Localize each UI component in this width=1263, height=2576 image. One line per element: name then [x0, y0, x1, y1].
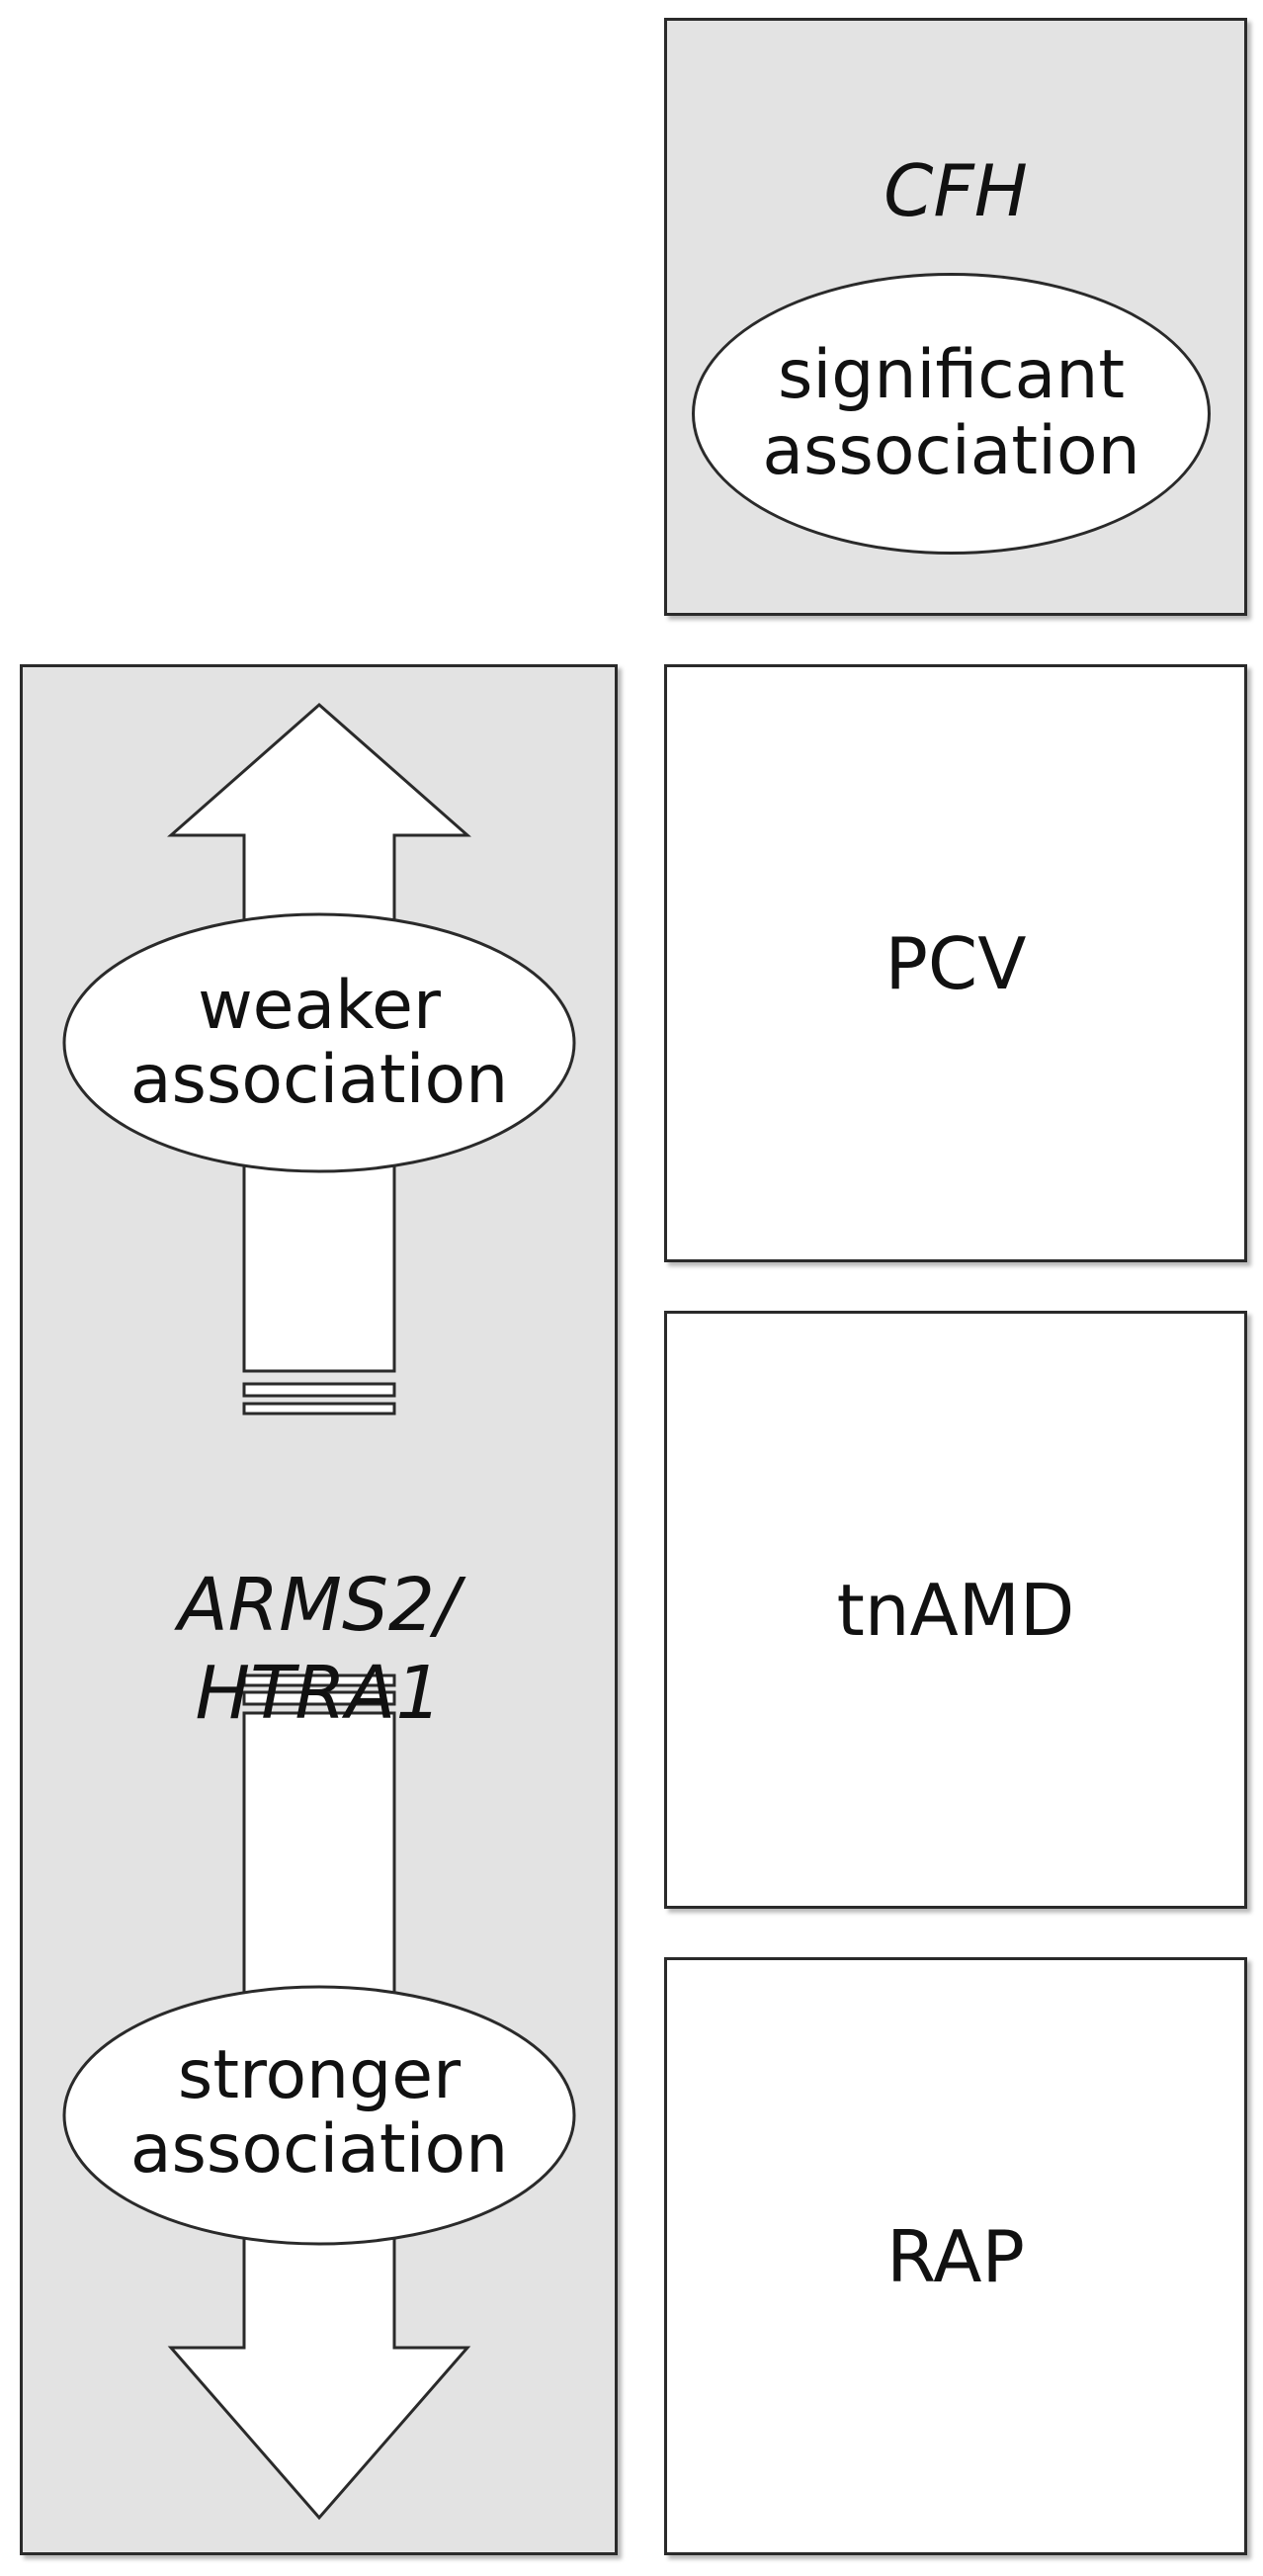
ellipse-text-line2: association: [762, 411, 1140, 490]
stronger-label-line2: association: [130, 2110, 508, 2189]
arms2-htra1-gene-label: ARMS2/ HTRA1: [23, 1562, 615, 1738]
weaker-label-line1: weaker: [198, 967, 441, 1045]
association-arrows: weaker association stronger association: [62, 703, 576, 2521]
cfh-gene-label: CFH: [884, 149, 1028, 232]
cfh-panel: CFH significant association: [664, 18, 1247, 616]
gene-label-line1: ARMS2/: [178, 1563, 460, 1648]
stronger-label-line1: stronger: [178, 2036, 461, 2114]
phenotype-box-rap: RAP: [664, 1957, 1247, 2555]
arms2-htra1-panel: weaker association stronger association …: [20, 664, 618, 2555]
phenotype-box-tnamd: tnAMD: [664, 1311, 1247, 1909]
weaker-label-line2: association: [130, 1041, 508, 1119]
phenotype-label-rap: RAP: [886, 2214, 1025, 2298]
stronger-association-ellipse: stronger association: [62, 1985, 576, 2246]
phenotype-label-tnamd: tnAMD: [836, 1568, 1075, 1652]
gene-label-line2: HTRA1: [195, 1650, 443, 1736]
significant-association-ellipse: significant association: [692, 273, 1211, 555]
ellipse-text-line1: significant: [777, 336, 1126, 415]
weaker-association-ellipse: weaker association: [62, 912, 576, 1173]
phenotype-box-pcv: PCV: [664, 664, 1247, 1262]
phenotype-label-pcv: PCV: [884, 921, 1027, 1005]
